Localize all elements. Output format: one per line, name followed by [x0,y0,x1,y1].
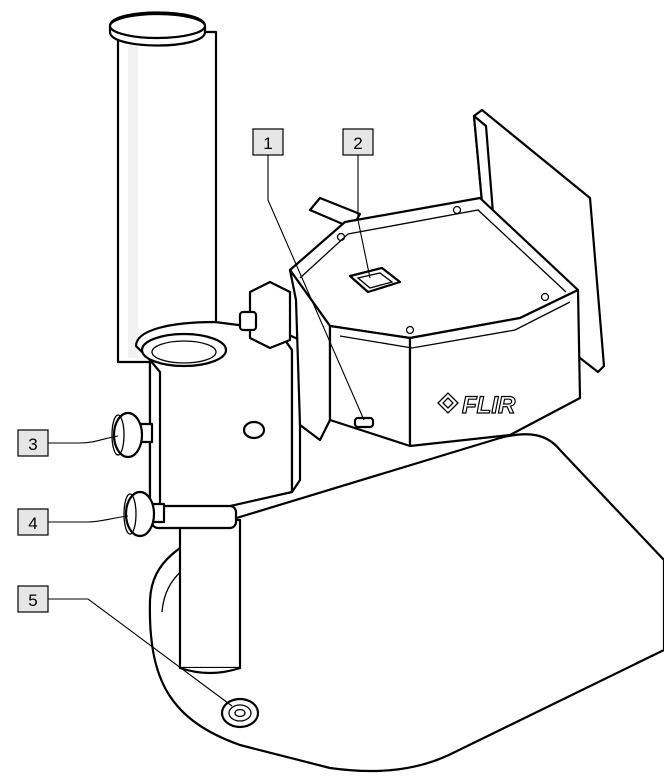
leader-5 [48,598,233,707]
mount-bracket [238,280,292,350]
callout-2: 2 [342,128,374,156]
lower-pillar [178,518,242,675]
callout-1: 1 [252,128,284,156]
flir-logo-text: FLIR [462,392,516,419]
callout-1-label: 1 [263,134,272,153]
upper-pillar [116,30,218,364]
callout-4-label: 4 [28,514,37,533]
camera-body [288,108,606,448]
pillar-clamp [134,320,302,530]
leader-4 [48,515,129,523]
leader-3 [48,435,119,444]
flir-logo: FLIR [437,391,517,420]
leader-1 [267,155,365,421]
adjustment-knob-lower [123,490,166,538]
leader-lines [48,155,371,707]
callout-4: 4 [17,508,49,536]
callout-2-label: 2 [353,134,362,153]
callout-3: 3 [17,429,49,457]
adjustment-knob-upper [111,411,154,459]
pillar-cap [108,11,207,47]
leader-2 [357,155,371,279]
callout-3-label: 3 [28,435,37,454]
callout-5: 5 [17,585,49,613]
base-foot-screw [220,697,260,729]
callout-5-label: 5 [28,591,37,610]
